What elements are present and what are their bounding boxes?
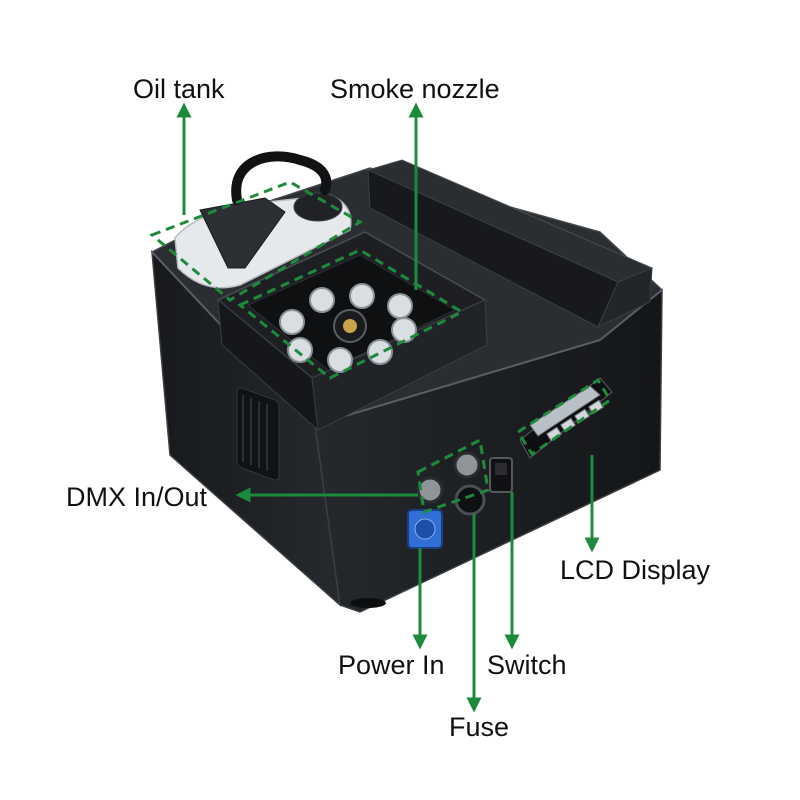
- led-ring: [279, 283, 417, 373]
- fuse-label: Fuse: [449, 712, 510, 742]
- tank-hose: [231, 151, 332, 205]
- oil-tank: [174, 151, 352, 289]
- dmx-label: DMX In/Out: [66, 482, 208, 512]
- led: [287, 337, 313, 363]
- smoke-nozzle-highlight: [237, 248, 466, 380]
- side-vent-grille: [236, 387, 280, 481]
- led: [349, 283, 375, 309]
- callout-arrows: [176, 102, 600, 713]
- tank-cap: [293, 192, 343, 222]
- oil-tank-highlight: [149, 180, 363, 302]
- led: [327, 347, 353, 373]
- fuse-holder: [454, 484, 486, 516]
- callout-highlights: [149, 180, 613, 515]
- lcd-highlight: [515, 377, 613, 457]
- led: [309, 287, 335, 313]
- oil-tank-label: Oil tank: [133, 74, 225, 104]
- led: [387, 293, 413, 319]
- dmx-connectors: [416, 451, 481, 504]
- top-trough: [366, 159, 654, 329]
- fog-machine: [150, 151, 664, 613]
- dmx-highlight: [416, 437, 490, 515]
- power-in-label: Power In: [338, 650, 445, 680]
- led: [367, 339, 393, 365]
- switch-label: Switch: [487, 650, 567, 680]
- dmx-in-connector: [416, 476, 444, 504]
- smoke-nozzle-label: Smoke nozzle: [330, 74, 500, 104]
- foot: [350, 598, 386, 608]
- lcd-display-label: LCD Display: [560, 555, 711, 585]
- dmx-out-connector: [453, 451, 481, 479]
- led: [279, 309, 305, 335]
